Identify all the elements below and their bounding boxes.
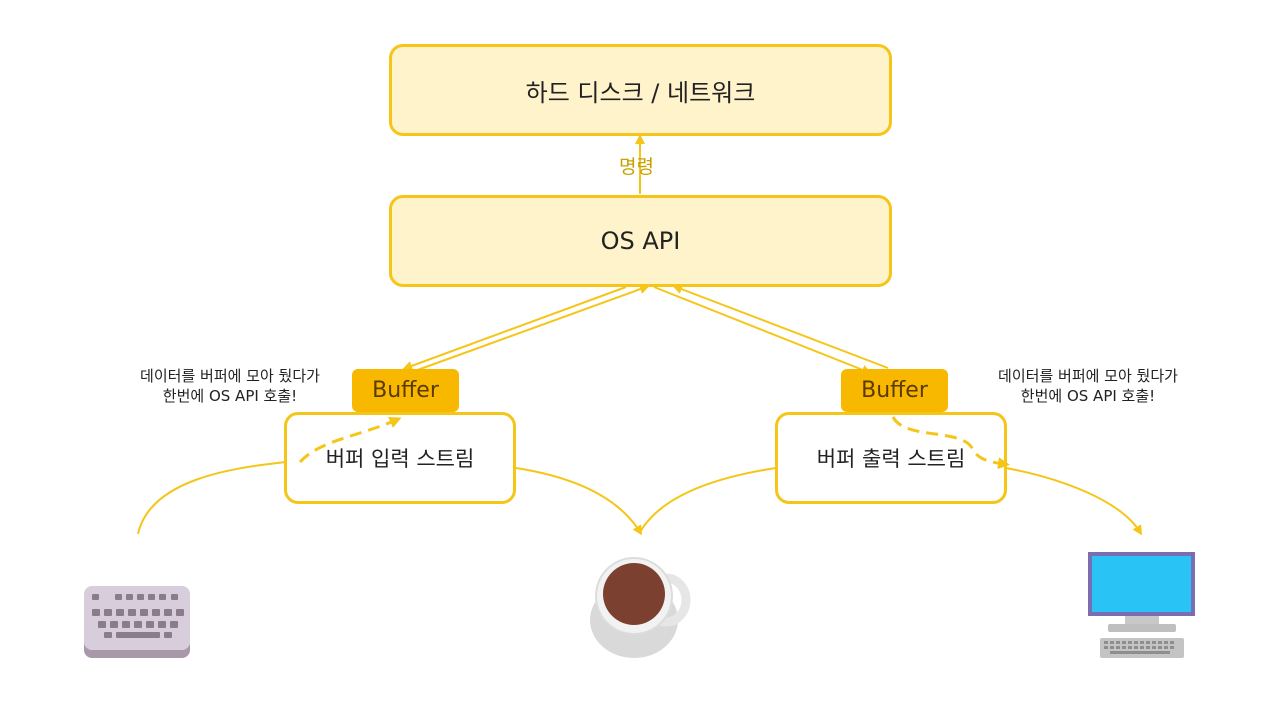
api-to-left-buffer-arrow: [402, 286, 627, 371]
right-note-line2: 한번에 OS API 호출!: [1020, 387, 1156, 405]
input-buffer-badge: Buffer: [352, 369, 459, 412]
keyboard-to-input-curve: [137, 461, 287, 535]
output-stream-box: 버퍼 출력 스트림: [775, 412, 1007, 504]
disk-network-box: 하드 디스크 / 네트워크: [389, 44, 892, 136]
command-label: 명령: [619, 156, 654, 178]
disk-network-label: 하드 디스크 / 네트워크: [525, 78, 756, 107]
right-note-line1: 데이터를 버퍼에 모아 뒀다가: [998, 367, 1178, 385]
left-buffer-to-api-arrow: [411, 284, 650, 373]
right-buffer-to-api-arrow: [672, 284, 889, 369]
os-api-box: OS API: [389, 195, 892, 287]
output-stream-label: 버퍼 출력 스트림: [816, 447, 966, 471]
coffee-cup-icon: [590, 557, 691, 658]
input-buffer-flow-arrow: [298, 416, 402, 464]
left-note-line1: 데이터를 버퍼에 모아 뒀다가: [140, 367, 320, 385]
output-buffer-flow-arrow: [891, 416, 1010, 470]
input-to-coffee-curve: [515, 467, 643, 536]
right-note: 데이터를 버퍼에 모아 뒀다가 한번에 OS API 호출!: [978, 366, 1198, 406]
output-buffer-badge: Buffer: [841, 369, 948, 412]
output-to-monitor-curve: [1005, 467, 1143, 536]
coffee-to-output-curve: [639, 467, 777, 533]
os-api-label: OS API: [600, 227, 681, 255]
input-stream-label: 버퍼 입력 스트림: [325, 447, 475, 471]
keyboard-icon: [84, 586, 190, 658]
api-to-right-buffer-arrow: [653, 286, 872, 375]
computer-monitor-icon: [1088, 552, 1195, 658]
left-note-line2: 한번에 OS API 호출!: [162, 387, 298, 405]
left-note: 데이터를 버퍼에 모아 뒀다가 한번에 OS API 호출!: [120, 366, 340, 406]
